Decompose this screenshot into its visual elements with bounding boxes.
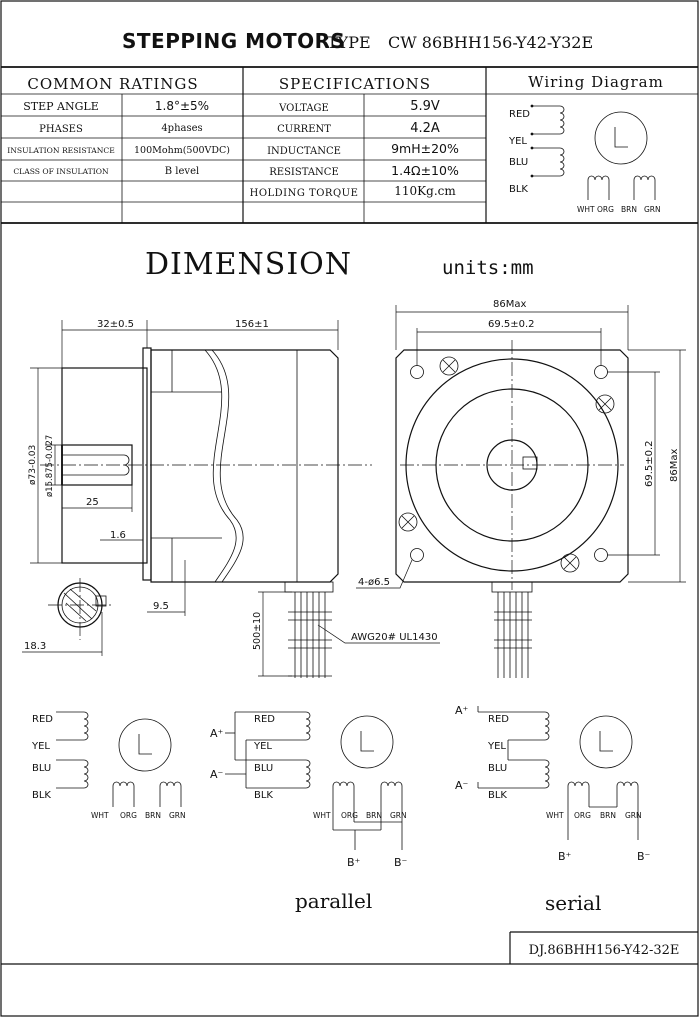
- wiring-unipolar: [56, 711, 182, 807]
- spec-value-voltage: 5.9V: [410, 99, 440, 114]
- serial-label: serial: [545, 891, 601, 915]
- spec-value-holding-torque: 110Kg.cm: [394, 184, 456, 198]
- s-label-b-plus: B⁺: [558, 850, 572, 863]
- spec-table: [1, 66, 698, 224]
- p-label-org: ORG: [341, 811, 358, 820]
- rating-value-insulation-class: B level: [165, 166, 199, 177]
- rating-value-insulation-resistance: 100Mohm(500VDC): [134, 145, 230, 156]
- spec-label-current: CURRENT: [277, 124, 331, 135]
- s-label-wht: WHT: [546, 811, 564, 820]
- rating-label-insulation-resistance: INSULATION RESISTANCE: [7, 146, 115, 155]
- dim-hole-spacing-vertical: 69.5±0.2: [644, 440, 655, 487]
- p-label-blu: BLU: [254, 763, 273, 774]
- dim-body-length: 156±1: [235, 319, 269, 330]
- u-label-blk: BLK: [32, 790, 51, 801]
- rating-label-step-angle: STEP ANGLE: [23, 100, 99, 113]
- drawing-number: DJ.86BHH156-Y42-32E: [529, 943, 680, 958]
- u-label-wht: WHT: [91, 811, 109, 820]
- s-label-brn: BRN: [600, 811, 616, 820]
- spec-label-resistance: RESISTANCE: [269, 167, 339, 178]
- rating-label-phases: PHASES: [39, 124, 83, 135]
- dim-key: 9.5: [153, 601, 169, 612]
- dim-shaft-diameter: ø15.875-0.027: [45, 435, 55, 497]
- spec-value-current: 4.2A: [410, 121, 440, 136]
- dim-shaft-length: 25: [86, 497, 99, 508]
- wiring-serial: [477, 706, 639, 840]
- spec-label-inductance: INDUCTANCE: [267, 146, 341, 157]
- wire-label-grn: GRN: [644, 205, 661, 214]
- u-label-yel: YEL: [31, 741, 50, 752]
- s-label-blk: BLK: [488, 790, 507, 801]
- p-label-b-minus: B⁻: [394, 856, 408, 869]
- dim-front-width: 86Max: [493, 299, 526, 310]
- p-label-wht: WHT: [313, 811, 331, 820]
- p-label-a-plus: A⁺: [210, 727, 224, 740]
- s-label-blu: BLU: [488, 763, 507, 774]
- title-main: STEPPING MOTORS: [122, 29, 345, 53]
- dim-front-length: 32±0.5: [97, 319, 134, 330]
- dim-flat: 18.3: [24, 641, 46, 652]
- wire-label-brn: BRN: [621, 205, 637, 214]
- motor-front-view: [356, 305, 686, 678]
- dim-mounting-holes: 4-ø6.5: [358, 577, 390, 588]
- rating-value-phases: 4phases: [161, 123, 202, 134]
- spec-value-inductance: 9mH±20%: [391, 141, 459, 156]
- s-label-grn: GRN: [625, 811, 642, 820]
- dimension-heading: DIMENSION: [145, 247, 352, 282]
- dim-hole-spacing: 69.5±0.2: [488, 319, 535, 330]
- dim-body-diameter: ø73-0.03: [28, 445, 38, 485]
- s-label-red: RED: [488, 714, 509, 725]
- u-label-org: ORG: [120, 811, 137, 820]
- s-label-a-minus: A⁻: [455, 779, 469, 792]
- p-label-b-plus: B⁺: [347, 856, 361, 869]
- title-model: CW 86BHH156-Y42-Y32E: [388, 33, 593, 52]
- dim-flange: 1.6: [110, 530, 126, 541]
- units-label: units:mm: [442, 257, 534, 279]
- s-label-org: ORG: [574, 811, 591, 820]
- ratings-header: COMMON RATINGS: [27, 75, 198, 93]
- rating-value-step-angle: 1.8°±5%: [155, 99, 209, 113]
- dim-lead-length: 500±10: [252, 612, 263, 650]
- wire-label-org: ORG: [597, 205, 614, 214]
- spec-label-voltage: VOLTAGE: [278, 103, 329, 114]
- wiring-parallel: [225, 711, 403, 850]
- p-label-blk: BLK: [254, 790, 273, 801]
- specs-header: SPECIFICATIONS: [279, 75, 431, 93]
- motor-side-view: [22, 320, 440, 678]
- spec-label-holding-torque: HOLDING TORQUE: [250, 188, 359, 199]
- p-label-red: RED: [254, 714, 275, 725]
- parallel-label: parallel: [295, 889, 372, 913]
- u-label-brn: BRN: [145, 811, 161, 820]
- dim-front-height: 86Max: [669, 449, 680, 482]
- u-label-red: RED: [32, 714, 53, 725]
- wire-label-wht: WHT: [577, 205, 595, 214]
- s-label-yel: YEL: [487, 741, 506, 752]
- u-label-grn: GRN: [169, 811, 186, 820]
- s-label-b-minus: B⁻: [637, 850, 651, 863]
- s-label-a-plus: A⁺: [455, 704, 469, 717]
- wire-label-yel: YEL: [508, 136, 527, 147]
- p-label-brn: BRN: [366, 811, 382, 820]
- p-label-yel: YEL: [253, 741, 272, 752]
- p-label-a-minus: A⁻: [210, 768, 224, 781]
- wire-label-blu: BLU: [509, 157, 528, 168]
- title-type-label: TYPE: [327, 33, 371, 52]
- dim-wire-spec: AWG20# UL1430: [351, 632, 438, 643]
- rating-label-insulation-class: CLASS OF INSULATION: [13, 167, 109, 176]
- wire-label-blk: BLK: [509, 184, 528, 195]
- wire-label-red: RED: [509, 109, 530, 120]
- spec-value-resistance: 1.4Ω±10%: [391, 163, 459, 178]
- wiring-header: Wiring Diagram: [528, 73, 664, 91]
- footer-frame: [1, 931, 698, 965]
- p-label-grn: GRN: [390, 811, 407, 820]
- u-label-blu: BLU: [32, 763, 51, 774]
- wiring-diagram-table: [530, 104, 656, 200]
